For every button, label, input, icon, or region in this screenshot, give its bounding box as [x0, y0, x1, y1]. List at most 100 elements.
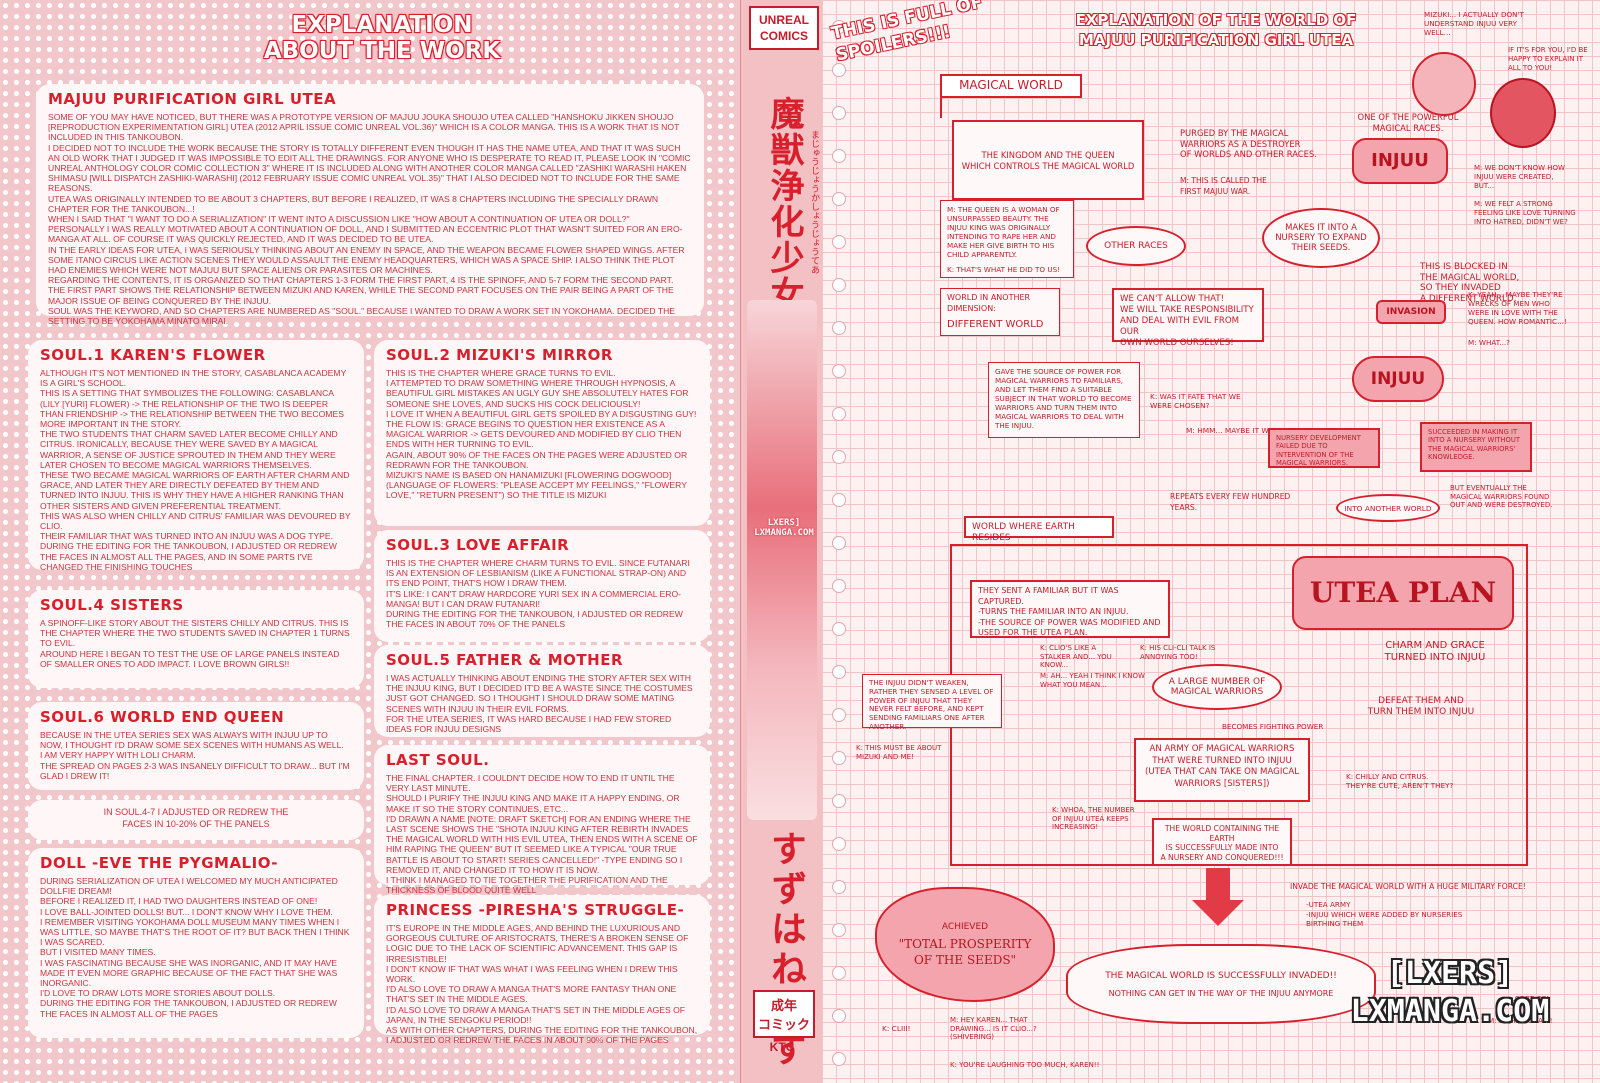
different-world-label: WORLD IN ANOTHER DIMENSION:: [947, 293, 1031, 313]
achieved-label: ACHIEVED: [941, 921, 989, 932]
blocked-text: THIS IS BLOCKED IN THE MAGICAL WORLD, SO…: [1420, 262, 1520, 304]
intro-box: MAJUU PURIFICATION GIRL UTEA SOME OF YOU…: [36, 84, 704, 326]
soul5-body: I WAS ACTUALLY THINKING ABOUT ENDING THE…: [386, 673, 693, 735]
queen-note: M: THE QUEEN IS A WOMAN OF UNSURPASSED B…: [940, 200, 1074, 278]
invasion-badge: INVASION: [1376, 300, 1446, 324]
publisher-logo: UNREAL COMICS: [749, 6, 819, 50]
invaded-bubble: THE MAGICAL WORLD IS SUCCESSFULLY INVADE…: [1066, 944, 1376, 1024]
spine-publisher: KTC: [769, 1040, 795, 1054]
powerful-text: ONE OF THE POWERFUL MAGICAL RACES.: [1357, 112, 1459, 133]
doll-body: DURING SERIALIZATION OF UTEA I WELCOMED …: [40, 876, 350, 1019]
last-soul-body: THE FINAL CHAPTER. I COULDN'T DECIDE HOW…: [386, 773, 698, 896]
fighting-power-text: BECOMES FIGHTING POWER: [1222, 722, 1324, 731]
didnt-weaken-box: THE INJUU DIDN'T WEAKEN, RATHER THEY SEN…: [862, 674, 1002, 731]
fate-m-note: M: HMM... MAYBE IT WAS.: [1186, 426, 1281, 435]
soul4-box: SOUL.4 SISTERS A SPINOFF-LIKE STORY ABOU…: [28, 590, 364, 688]
charm-grace-text: CHARM AND GRACE TURNED INTO INJUU: [1384, 640, 1486, 663]
earth-label: WORLD WHERE EARTH RESIDES: [964, 516, 1114, 543]
laughing-note: K: YOU'RE LAUGHING TOO MUCH, KAREN!!: [950, 1061, 1100, 1069]
soul3-heading: SOUL.3 LOVE AFFAIR: [386, 536, 570, 554]
conquered-box: THE WORLD CONTAINING THE EARTH IS SUCCES…: [1152, 818, 1292, 866]
soul4-body: A SPINOFF-LIKE STORY ABOUT THE SISTERS C…: [40, 618, 350, 669]
panel-title: EXPLANATION ABOUT THE WORK: [263, 12, 501, 64]
adult-comic-mark: 成年 コミック: [753, 990, 815, 1038]
soul6-heading: SOUL.6 WORLD END QUEEN: [40, 708, 285, 726]
mizuki-character: [1412, 52, 1476, 116]
queen-k-text: K: THAT'S WHAT HE DID TO US!: [947, 265, 1061, 274]
world-title: EXPLANATION OF THE WORLD OF MAJUU PURIFI…: [1075, 11, 1357, 49]
fate-k-note: K: WAS IT FATE THAT WE WERE CHOSEN?: [1150, 392, 1241, 410]
nursery-success-box: SUCCEEDED IN MAKING IT INTO A NURSERY WI…: [1420, 422, 1532, 472]
soul2-box: SOUL.2 MIZUKI'S MIRROR THIS IS THE CHAPT…: [374, 340, 710, 526]
intro-heading: MAJUU PURIFICATION GIRL UTEA: [48, 90, 337, 108]
gave-power-box: GAVE THE SOURCE OF POWER FOR MAGICAL WAR…: [988, 362, 1140, 438]
soul6-box: SOUL.6 WORLD END QUEEN BECAUSE IN THE UT…: [28, 702, 364, 790]
invade-text: INVADE THE MAGICAL WORLD WITH A HUGE MIL…: [1290, 882, 1526, 891]
explanation-panel: EXPLANATION ABOUT THE WORK MAJUU PURIFIC…: [0, 0, 740, 1083]
large-number-bubble: A LARGE NUMBER OF MAGICAL WARRIORS: [1152, 664, 1282, 710]
clio-talk-note: K: HIS CLI-CLI TALK IS ANNOYING TOO!: [1140, 644, 1216, 661]
soul1-box: SOUL.1 KAREN'S FLOWER ALTHOUGH IT'S NOT …: [28, 340, 364, 572]
explain-note: IF IT'S FOR YOU, I'D BE HAPPY TO EXPLAIN…: [1508, 46, 1588, 72]
soul6-body: BECAUSE IN THE UTEA SERIES SEX WAS ALWAY…: [40, 730, 350, 781]
nothing-text: NOTHING CAN GET IN THE WAY OF THE INJUU …: [1108, 988, 1334, 998]
clio-m-note: M: AH... YEAH I THINK I KNOW WHAT YOU ME…: [1040, 672, 1145, 689]
last-soul-box: LAST SOUL. THE FINAL CHAPTER. I COULDN'T…: [374, 745, 710, 895]
clio-k-note: K: CLIO'S LIKE A STALKER AND... YOU KNOW…: [1040, 644, 1112, 669]
prosperity-label: "TOTAL PROSPERITY OF THE SEEDS": [898, 936, 1032, 967]
down-arrow-head: [1192, 900, 1244, 926]
frame-line: [940, 98, 942, 118]
book-spine: UNREAL COMICS 魔獣浄化少女ウテア まじゅうじょうかしょうじょうてあ…: [740, 0, 824, 1083]
injuu-top-box: INJUU: [1352, 138, 1448, 184]
princess-box: PRINCESS -PIRESHA'S STRUGGLE- IT'S EUROP…: [374, 895, 710, 1045]
doll-box: DOLL -EVE THE PYGMALIO- DURING SERIALIZA…: [28, 848, 364, 1038]
chilly-note: K: CHILLY AND CITRUS. THEY'RE CUTE, AREN…: [1346, 772, 1454, 790]
soul5-box: SOUL.5 FATHER & MOTHER I WAS ACTUALLY TH…: [374, 645, 710, 737]
mizuki-me-note: K: THIS MUST BE ABOUT MIZUKI AND ME!: [856, 744, 942, 761]
soul2-heading: SOUL.2 MIZUKI'S MIRROR: [386, 346, 613, 364]
princess-heading: PRINCESS -PIRESHA'S STRUGGLE-: [386, 901, 685, 919]
soul5-heading: SOUL.5 FATHER & MOTHER: [386, 651, 623, 669]
spine-artwork: [747, 300, 817, 820]
soul2-body: THIS IS THE CHAPTER WHERE GRACE TURNS TO…: [386, 368, 697, 501]
spine-watermark: LXERS] LXMANGA.COM: [754, 518, 814, 538]
cliii-note: K: CLIII!: [882, 1024, 911, 1033]
princess-body: IT'S EUROPE IN THE MIDDLE AGES, AND BEHI…: [386, 923, 698, 1046]
injuu-mid-box: INJUU: [1352, 356, 1444, 402]
down-arrow-shaft: [1206, 868, 1230, 902]
notebook-holes: [832, 20, 846, 1070]
cant-allow-box: WE CAN'T ALLOW THAT! WE WILL TAKE RESPON…: [1112, 288, 1264, 348]
what-note: M: WHAT...?: [1468, 338, 1510, 347]
karen-character: [1490, 78, 1556, 148]
invaded-text: THE MAGICAL WORLD IS SUCCESSFULLY INVADE…: [1105, 970, 1337, 981]
spine-subtitle: まじゅうじょうかしょうじょうてあ: [809, 130, 819, 274]
wrecks-note: K: YEAH... MAYBE THEY'RE WRECKS OF MEN W…: [1468, 290, 1567, 326]
purged-text: PURGED BY THE MAGICAL WARRIORS AS A DEST…: [1180, 128, 1317, 159]
soul4-heading: SOUL.4 SISTERS: [40, 596, 184, 614]
sort-of-note: ...SORT OF!: [1508, 994, 1549, 1003]
note-box: IN SOUL.4-7 I ADJUSTED OR REDREW THE FAC…: [28, 800, 364, 840]
different-world-box: WORLD IN ANOTHER DIMENSION: DIFFERENT WO…: [940, 288, 1060, 336]
kingdom-box: THE KINGDOM AND THE QUEEN WHICH CONTROLS…: [952, 120, 1144, 200]
first-war-note: M: THIS IS CALLED THE FIRST MAJUU WAR.: [1180, 176, 1267, 196]
magical-world-label: MAGICAL WORLD: [940, 74, 1082, 98]
intro-body: SOME OF YOU MAY HAVE NOTICED, BUT THERE …: [48, 112, 691, 327]
doll-heading: DOLL -EVE THE PYGMALIO-: [40, 854, 278, 872]
army-box: AN ARMY OF MAGICAL WARRIORS THAT WERE TU…: [1134, 738, 1310, 802]
soul1-body: ALTHOUGH IT'S NOT MENTIONED IN THE STORY…: [40, 368, 351, 572]
soul47-note: IN SOUL.4-7 I ADJUSTED OR REDREW THE FAC…: [103, 807, 289, 829]
hey-karen-note: M: HEY KAREN... THAT DRAWING... IS IT CL…: [950, 1016, 1037, 1041]
dont-know-note: M: WE DON'T KNOW HOW INJUU WERE CREATED,…: [1474, 164, 1565, 190]
mizuki-top-note: MIZUKI... I ACTUALLY DON'T UNDERSTAND IN…: [1424, 10, 1524, 37]
site-watermark: [LXERS] LXMANGA.COM: [1350, 956, 1550, 1029]
queen-note-text: M: THE QUEEN IS A WOMAN OF UNSURPASSED B…: [947, 205, 1060, 259]
utea-plan-box: UTEA PLAN: [1292, 556, 1514, 630]
achievement-burst: ACHIEVED "TOTAL PROSPERITY OF THE SEEDS": [875, 887, 1055, 1002]
into-another-world: INTO ANOTHER WORLD: [1336, 494, 1440, 522]
last-soul-heading: LAST SOUL.: [386, 751, 490, 769]
nursery-bubble: MAKES IT INTO A NURSERY TO EXPAND THEIR …: [1262, 208, 1380, 268]
whoa-note: K: WHOA, THE NUMBER OF INJUU UTEA KEEPS …: [1052, 806, 1135, 831]
soul1-heading: SOUL.1 KAREN'S FLOWER: [40, 346, 266, 364]
then-okay-note: M: ...THEN OKAY!!: [1488, 1016, 1553, 1025]
